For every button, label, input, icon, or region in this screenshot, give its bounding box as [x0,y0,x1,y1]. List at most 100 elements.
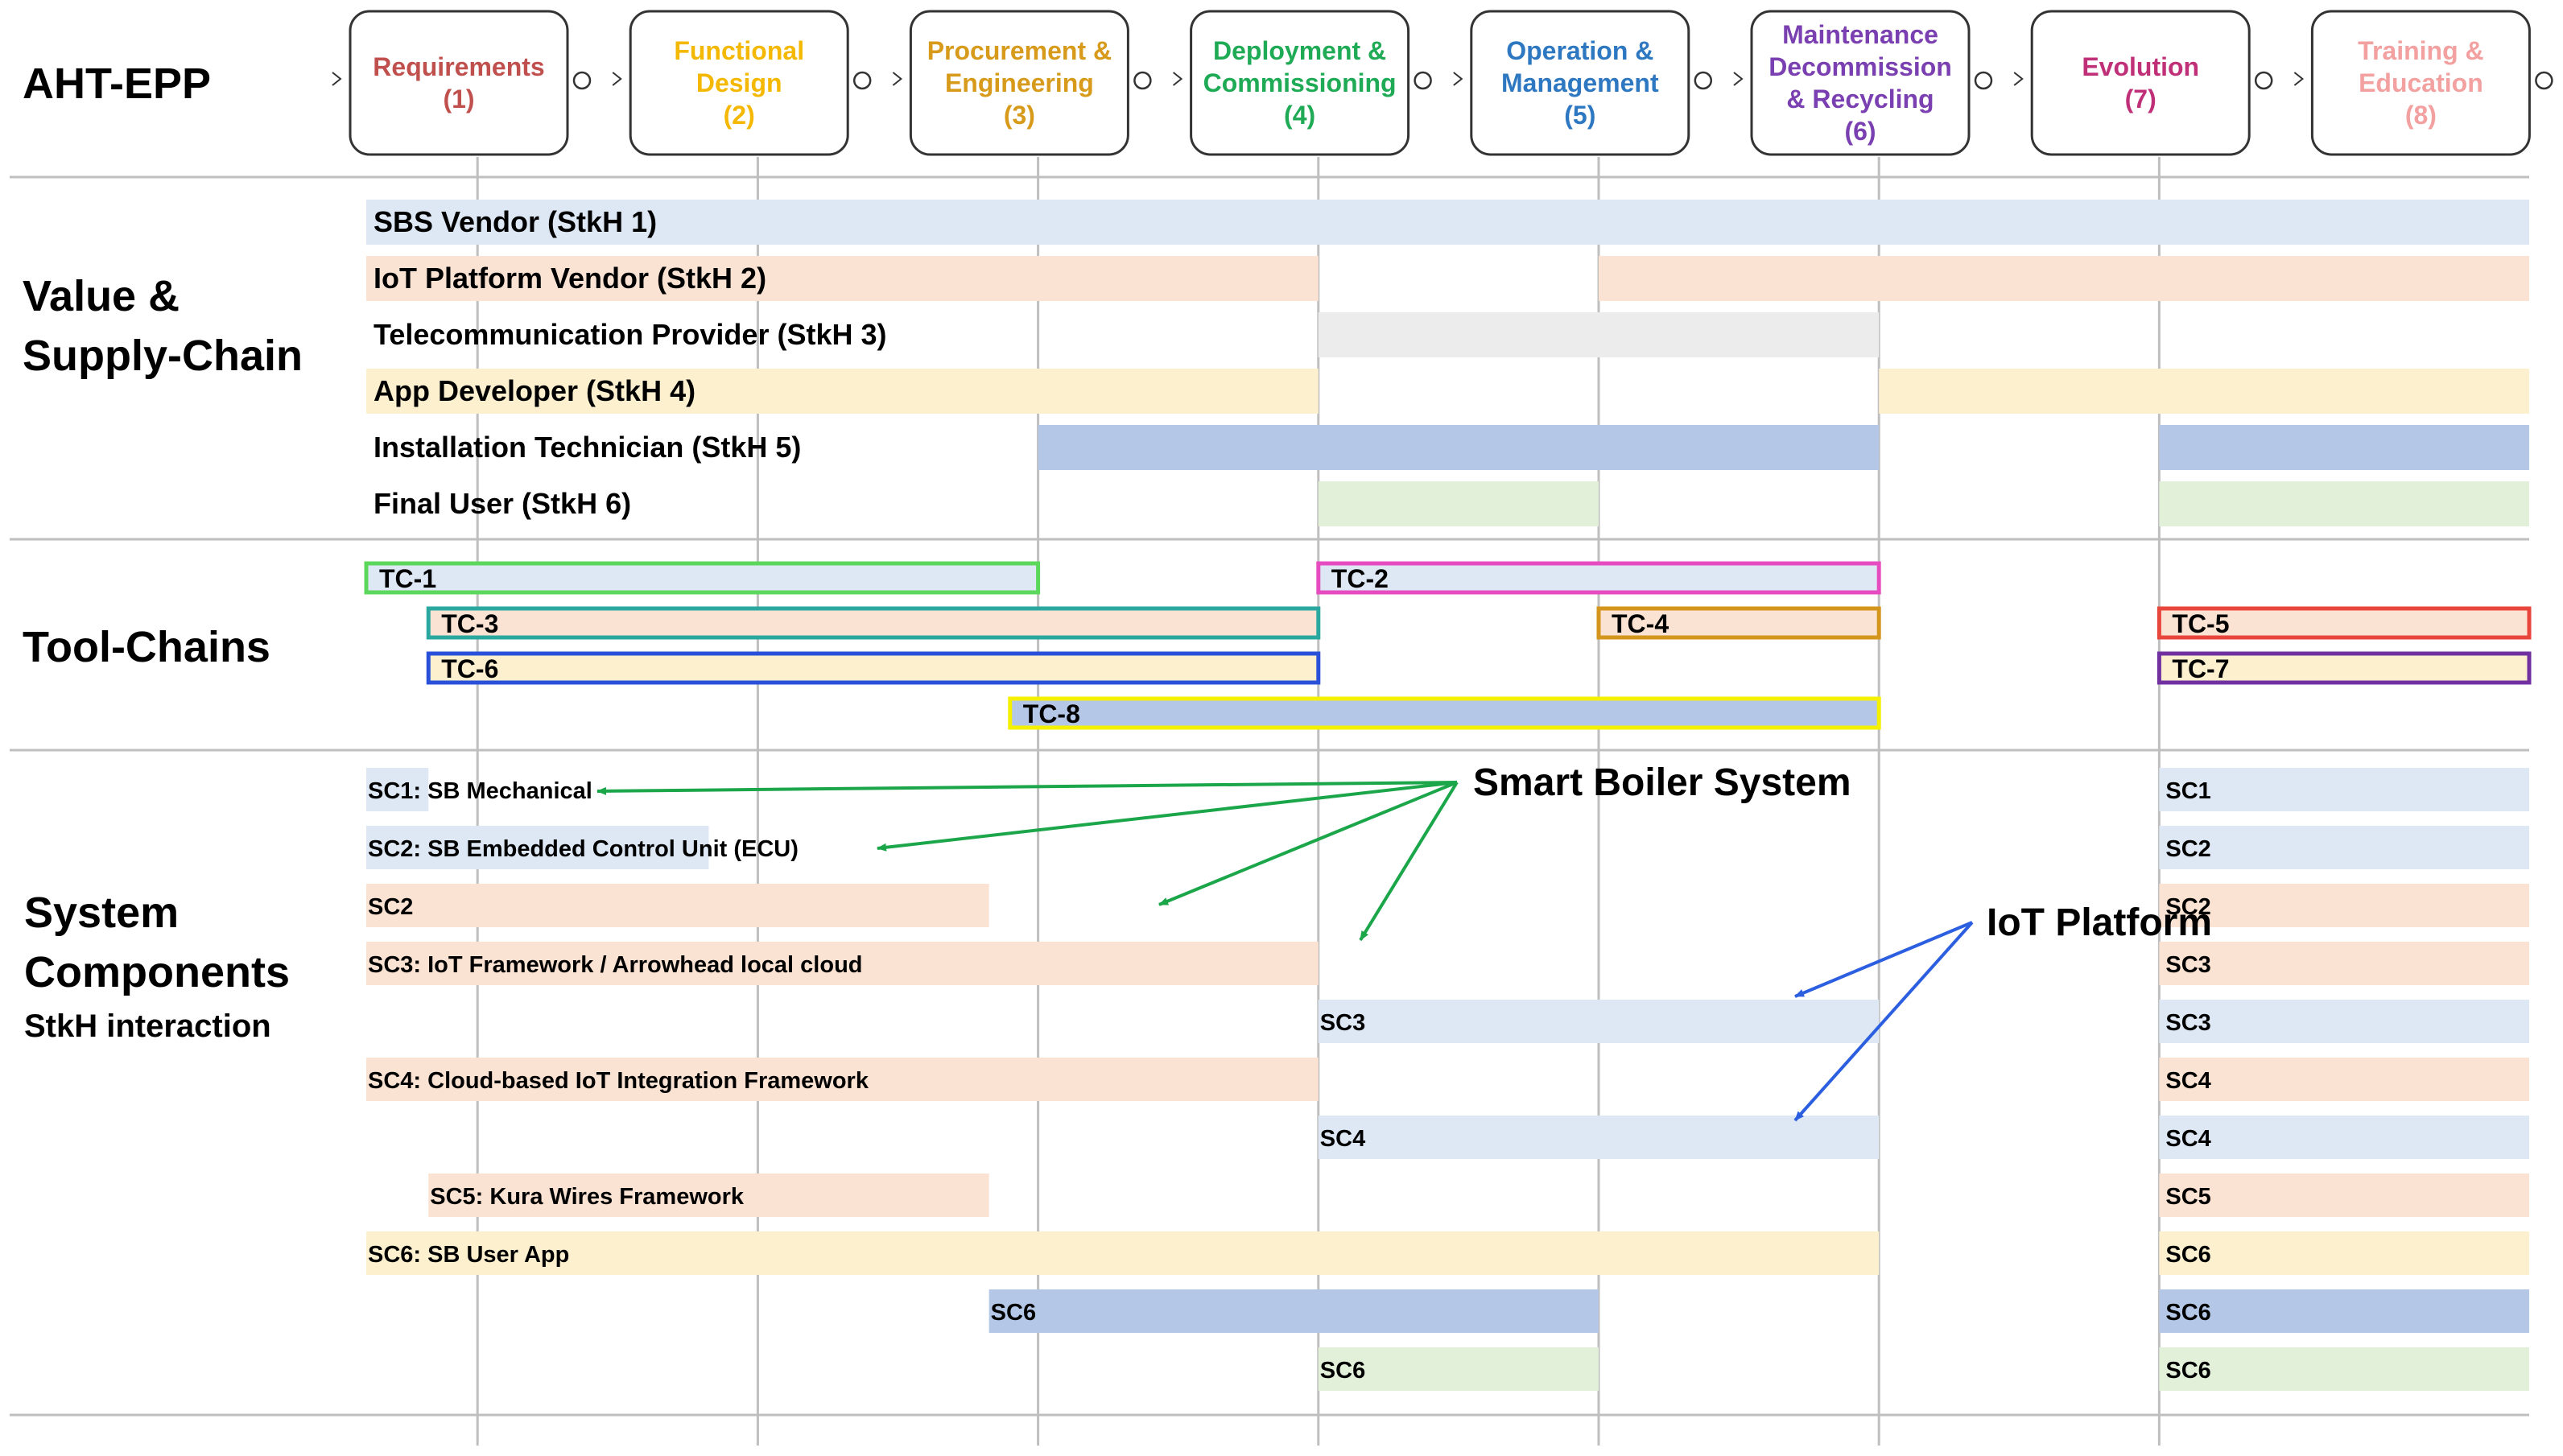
phase-label: (2) [724,101,755,130]
component-training-bar [2159,768,2529,811]
phase-box [909,10,1129,156]
component-label: SC6 [991,1300,1036,1326]
callout-arrow [877,781,1458,852]
component-training-bar [2159,826,2529,869]
phase-box [2310,10,2531,156]
callout-arrow [1794,921,1973,998]
phase-box [629,10,849,156]
callout-arrow [1793,921,1974,1122]
component-training-bar [2159,942,2529,985]
phase-label: Requirements [373,52,544,81]
phase-input-chevron [1453,72,1463,86]
toolchain-bar [426,606,1321,640]
phase-box [1470,10,1690,156]
phase-label: (5) [1564,101,1595,130]
component-bar [366,884,989,927]
component-bar [366,1058,1319,1101]
component-training-label: SC5 [2165,1184,2210,1210]
toolchain-label: TC-7 [2172,654,2229,683]
component-training-bar [2159,1173,2529,1217]
toolchain-bar [364,561,1041,595]
component-bar [1318,1116,1880,1159]
component-label: SC3 [1320,1010,1365,1036]
phase-input-chevron [2293,72,2305,86]
phase-label: Procurement & [927,36,1112,65]
component-bar [366,826,709,869]
phase-label: & Recycling [1786,85,1934,113]
component-bar [366,768,429,811]
toolchain-bar [2156,651,2532,685]
phase-output-port [1133,71,1152,90]
component-training-bar [2159,1000,2529,1043]
component-bar [988,1289,1599,1333]
phase-label: (8) [2405,101,2437,130]
phase-label: Education [2359,68,2483,97]
phase-output-port [572,71,592,90]
toolchain-label: TC-2 [1331,564,1389,593]
phase-output-port [852,71,872,90]
phase-input-chevron [892,72,903,86]
phase-label: Operation & [1506,36,1653,65]
stakeholder-bar [2159,425,2529,470]
component-label: SC6 [1320,1358,1365,1384]
phase-input-chevron [1733,72,1744,86]
component-training-label: SC3 [2165,952,2210,978]
component-label: SC2 [368,894,413,920]
stakeholder-label: Final User (StkH 6) [374,487,631,520]
section-components-sub: StkH interaction [24,1008,271,1044]
phase-label: Functional [674,36,804,65]
phase-label: (7) [2125,85,2156,113]
phase-label: Commissioning [1203,68,1397,97]
section-value-chain-line1: Value & [23,272,180,320]
component-training-bar [2159,1347,2529,1391]
component-training-label: SC3 [2165,1010,2210,1036]
component-training-label: SC2 [2165,894,2210,920]
phase-box [2030,10,2251,156]
toolchain-label: TC-4 [1612,609,1669,638]
section-value-chain-line2: Supply-Chain [23,332,303,380]
component-bar [366,942,1319,985]
stakeholder-bar [1318,481,1599,526]
phase-output-port [2535,71,2553,90]
stakeholder-bar [1318,312,1880,357]
diagram-title: AHT-EPP [23,60,211,108]
phase-label: Evolution [2082,52,2199,81]
component-training-bar [2159,884,2529,927]
phase-box [1750,10,1971,156]
toolchain-label: TC-1 [379,564,436,593]
component-label: SC2: SB Embedded Control Unit (ECU) [368,836,799,862]
toolchain-label: TC-8 [1023,699,1080,728]
component-label: SC1: SB Mechanical [368,778,592,804]
callout-arrow [1158,781,1458,906]
component-training-label: SC4 [2165,1068,2210,1094]
callout-arrow [596,781,1458,795]
component-label: SC4 [1320,1126,1365,1152]
component-training-bar [2159,1231,2529,1275]
toolchain-label: TC-6 [441,654,498,683]
component-label: SC4: Cloud-based IoT Integration Framewo… [368,1068,869,1094]
phase-label: Deployment & [1213,36,1386,65]
stakeholder-bar [1599,256,2529,301]
phase-label: Training & [2358,36,2483,65]
component-label: SC3: IoT Framework / Arrowhead local clo… [368,952,863,978]
component-bar [1318,1000,1880,1043]
phase-label: Engineering [945,68,1094,97]
component-label: SC5: Kura Wires Framework [430,1184,745,1210]
phase-output-port [1694,71,1713,90]
phase-label: Design [696,68,782,97]
component-training-label: SC1 [2165,778,2210,804]
stakeholder-bar [366,256,1319,301]
toolchain-bar [426,651,1321,685]
stakeholder-bar [1038,425,1880,470]
phase-label: (6) [1844,117,1876,146]
stakeholder-bar [2159,481,2529,526]
component-training-label: SC2 [2165,836,2210,862]
phase-header: Requirements(1)FunctionalDesign(2)Procur… [332,10,2553,156]
phase-input-chevron [1172,72,1183,86]
stakeholder-bar [1879,369,2529,414]
stakeholder-bar [366,200,2529,245]
section-components-line2: Components [24,948,290,996]
toolchain-bar [1596,606,1881,640]
